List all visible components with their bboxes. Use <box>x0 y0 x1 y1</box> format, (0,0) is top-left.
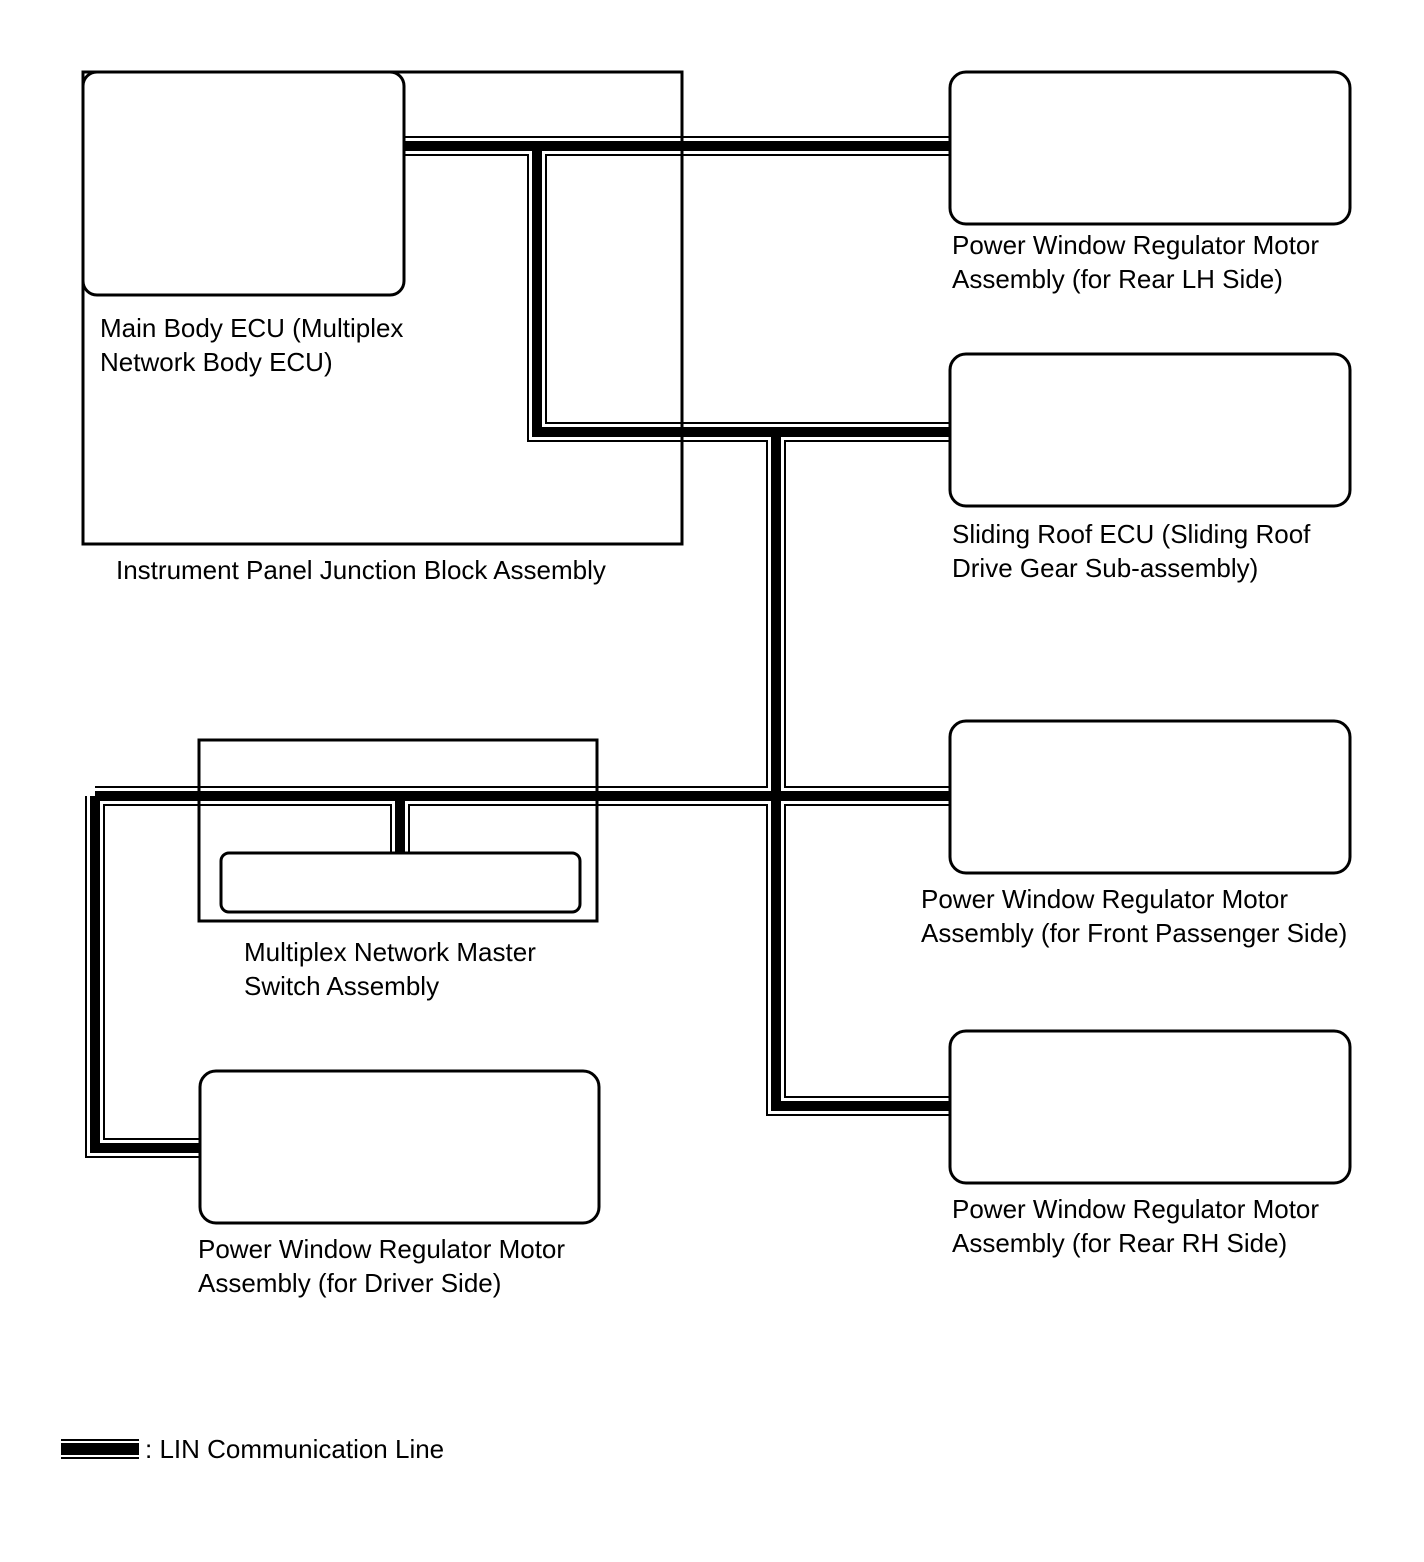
main-body-ecu-label: Main Body ECU (Multiplex Network Body EC… <box>100 311 403 379</box>
legend-line-symbol <box>61 1439 139 1459</box>
junction-block-label: Instrument Panel Junction Block Assembly <box>116 555 606 585</box>
pw-rear-lh-label-line2: Assembly (for Rear LH Side) <box>952 264 1283 294</box>
master-switch-label-line1: Multiplex Network Master <box>244 937 536 967</box>
lin-communication-line <box>85 136 950 1158</box>
master-switch-label-line2: Switch Assembly <box>244 971 440 1001</box>
main-body-ecu-label-line1: Main Body ECU (Multiplex <box>100 313 404 343</box>
pw-rear-lh-label-line1: Power Window Regulator Motor <box>952 230 1320 260</box>
main-body-ecu-label-line2: Network Body ECU) <box>100 347 333 377</box>
sliding-roof-ecu-box <box>948 352 1352 508</box>
sliding-roof-ecu-label: Sliding Roof ECU (Sliding Roof Drive Gea… <box>952 517 1310 585</box>
pw-driver-label-line1: Power Window Regulator Motor <box>198 1234 566 1264</box>
sliding-roof-ecu-label-line2: Drive Gear Sub-assembly) <box>952 553 1259 583</box>
master-switch-label: Multiplex Network Master Switch Assembly <box>244 935 536 1003</box>
pw-rear-rh-label-line2: Assembly (for Rear RH Side) <box>952 1228 1288 1258</box>
master-switch-frame <box>197 738 599 923</box>
pw-driver-box <box>198 1069 601 1225</box>
pw-front-passenger-label: Power Window Regulator Motor Assembly (f… <box>921 882 1347 950</box>
main-body-ecu-box <box>81 70 406 297</box>
master-switch-module <box>219 851 582 914</box>
pw-rear-lh-label: Power Window Regulator Motor Assembly (f… <box>952 228 1319 296</box>
pw-driver-label-line2: Assembly (for Driver Side) <box>198 1268 502 1298</box>
pw-rear-lh-box <box>948 70 1352 226</box>
legend-label: : LIN Communication Line <box>145 1434 445 1464</box>
pw-front-passenger-label-line2: Assembly (for Front Passenger Side) <box>921 918 1348 948</box>
sliding-roof-ecu-label-line1: Sliding Roof ECU (Sliding Roof <box>952 519 1311 549</box>
pw-rear-rh-box <box>948 1029 1352 1185</box>
pw-driver-label: Power Window Regulator Motor Assembly (f… <box>198 1232 565 1300</box>
pw-front-passenger-label-line1: Power Window Regulator Motor <box>921 884 1289 914</box>
pw-front-passenger-box <box>948 719 1352 875</box>
pw-rear-rh-label-line1: Power Window Regulator Motor <box>952 1194 1320 1224</box>
pw-rear-rh-label: Power Window Regulator Motor Assembly (f… <box>952 1192 1319 1260</box>
